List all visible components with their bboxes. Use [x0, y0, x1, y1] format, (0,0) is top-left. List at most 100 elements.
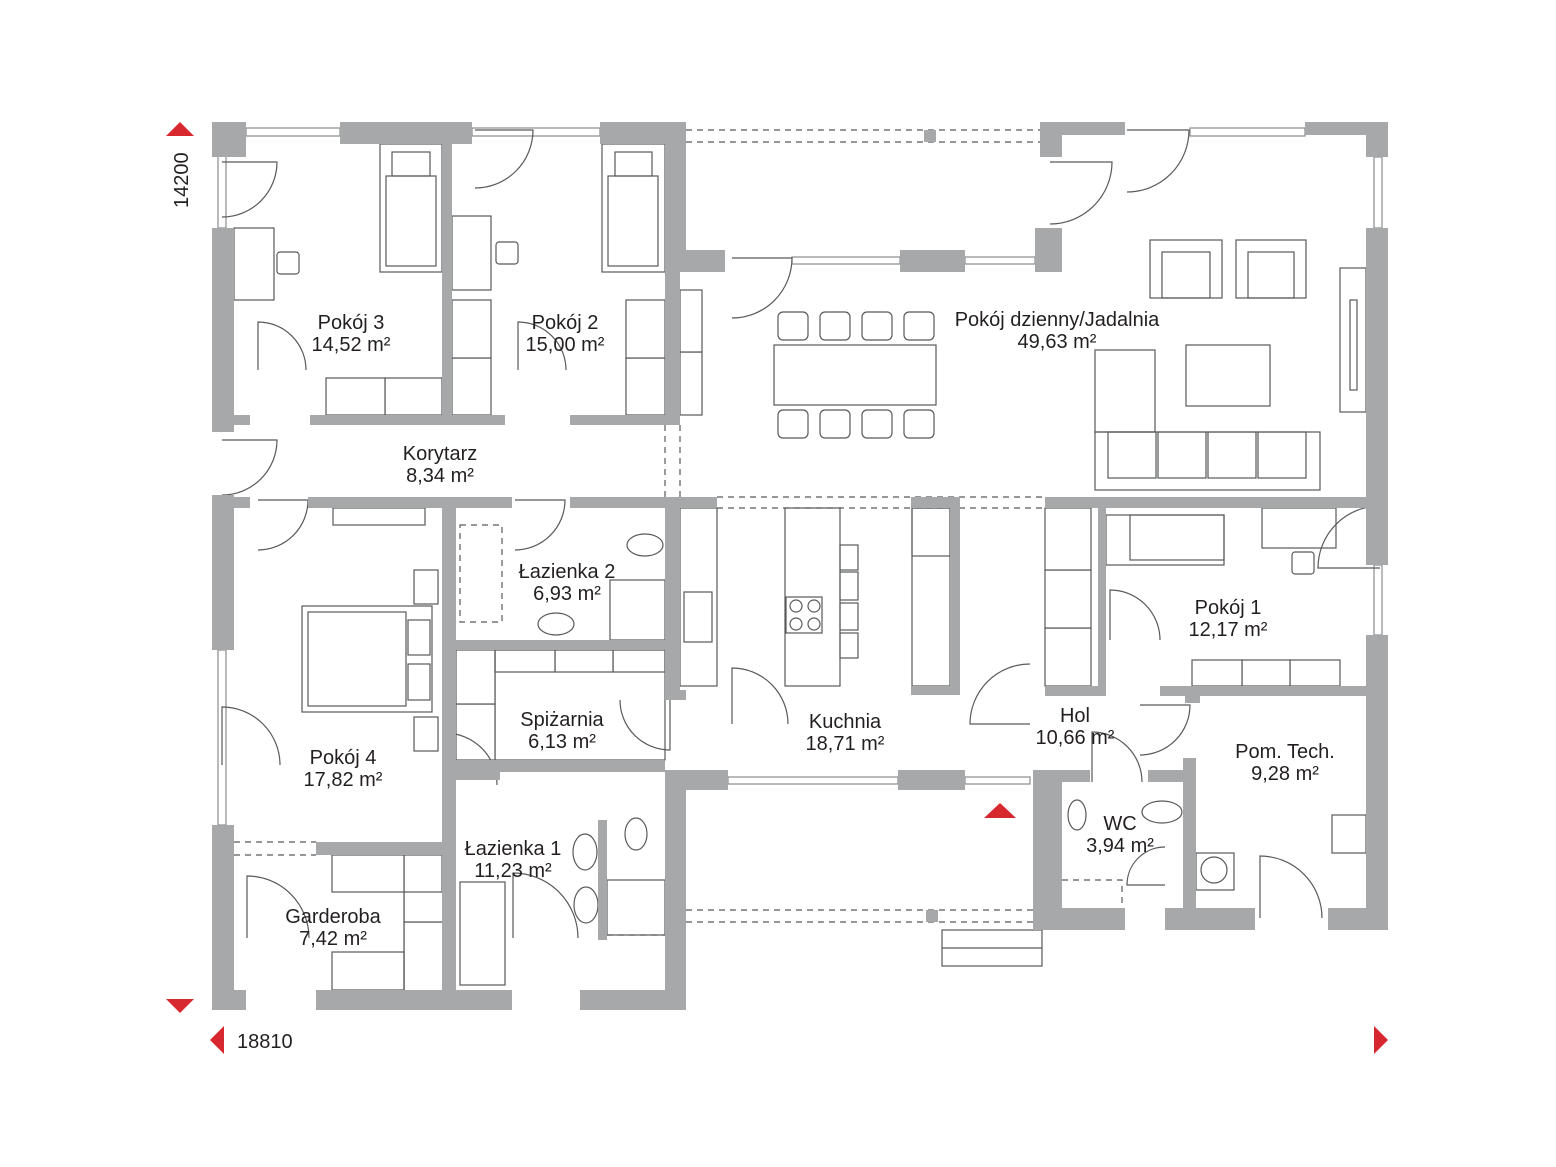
- wall-segment: [442, 508, 456, 780]
- wall-segment: [1366, 228, 1388, 565]
- wall-segment: [950, 508, 960, 695]
- door-swing: [257, 321, 307, 371]
- room-area: 6,93 m²: [533, 583, 601, 605]
- wall-segment: [316, 990, 512, 1010]
- furniture-item: [451, 215, 492, 291]
- door-swing: [221, 706, 281, 766]
- wall-segment: [570, 415, 680, 425]
- sanitary-fixture: [624, 817, 648, 851]
- chair: [903, 311, 935, 341]
- furniture-item: [413, 569, 439, 605]
- furniture-item: [1129, 514, 1225, 561]
- cooktop-burner: [807, 599, 821, 613]
- wall-segment: [456, 760, 665, 772]
- dashed-outlines: [234, 129, 1123, 936]
- wall-segment: [898, 770, 965, 790]
- sanitary-fixture: [537, 612, 575, 636]
- door-swing: [969, 663, 1031, 725]
- door-swing: [257, 499, 309, 551]
- door-swing: [474, 129, 534, 189]
- dashed-line: [1062, 879, 1123, 908]
- furniture-item: [839, 602, 859, 631]
- room-name: Garderoba: [285, 906, 381, 928]
- window: [245, 127, 341, 137]
- wall-segment: [580, 990, 686, 1010]
- wall-segment: [234, 415, 250, 425]
- chair: [819, 409, 851, 439]
- cooktop-burner: [789, 599, 803, 613]
- window: [1189, 127, 1306, 137]
- room-area: 3,94 m²: [1086, 835, 1154, 857]
- sanitary-fixture: [1141, 800, 1183, 824]
- room-name: Kuchnia: [809, 711, 882, 733]
- furniture-item: [1105, 514, 1225, 566]
- window: [1373, 564, 1383, 636]
- wall-segment: [570, 497, 717, 508]
- furniture-item: [332, 507, 426, 526]
- furniture-item: [1157, 431, 1207, 479]
- furniture-item: [233, 227, 275, 301]
- furniture-item: [459, 881, 506, 986]
- door-swing: [731, 667, 789, 725]
- sanitary-fixture: [626, 533, 664, 557]
- window: [964, 776, 1031, 785]
- wall-segment: [1328, 908, 1388, 930]
- height-dimension: 14200: [171, 152, 193, 208]
- column: [926, 910, 938, 922]
- furniture-item: [325, 377, 443, 416]
- wall-segment: [234, 497, 250, 508]
- room-name: Hol: [1060, 705, 1090, 727]
- chair: [495, 241, 519, 265]
- room-area: 14,52 m²: [312, 334, 391, 356]
- furniture-item: [911, 507, 951, 557]
- room-name: Pokój 2: [532, 312, 599, 334]
- furniture-item: [1044, 507, 1092, 687]
- wall-segment: [911, 497, 960, 508]
- furniture: [233, 143, 1367, 991]
- wall-segment: [316, 842, 442, 855]
- furniture-item: [785, 596, 823, 634]
- door-swing: [619, 699, 671, 751]
- chair: [903, 409, 935, 439]
- wall-segment: [1040, 908, 1125, 930]
- door-swing: [1091, 731, 1143, 783]
- door-swing: [1126, 846, 1166, 886]
- wall-segment: [456, 770, 500, 780]
- room-name: Łazienka 1: [465, 838, 562, 860]
- room-area: 7,42 m²: [299, 928, 367, 950]
- furniture-item: [391, 151, 431, 177]
- door-swing: [246, 875, 310, 939]
- wall-segment: [911, 686, 960, 695]
- furniture-item: [1094, 349, 1156, 433]
- furniture-item: [1161, 251, 1211, 299]
- wall-segment: [1045, 497, 1370, 508]
- wall-segment: [600, 122, 686, 144]
- column: [924, 130, 936, 142]
- door-swing: [1109, 589, 1161, 641]
- door-swing: [512, 872, 579, 939]
- furniture-item: [413, 716, 439, 752]
- room-area: 17,82 m²: [304, 769, 383, 791]
- door-swing: [221, 439, 278, 496]
- wall-segment: [340, 122, 472, 144]
- furniture-item: [1195, 852, 1235, 891]
- wall-segment: [1305, 122, 1388, 135]
- window: [791, 256, 901, 265]
- furniture-item: [494, 649, 666, 673]
- wall-segment: [598, 820, 607, 940]
- furniture-item: [1331, 814, 1367, 854]
- door-swing: [1126, 129, 1190, 193]
- sanitary-fixture: [573, 886, 599, 924]
- furniture-item: [407, 619, 431, 656]
- wall-segment: [1366, 135, 1388, 157]
- room-area: 9,28 m²: [1251, 763, 1319, 785]
- door-swing: [1139, 704, 1191, 756]
- sanitary-fixture: [1067, 799, 1087, 831]
- wall-segment: [310, 415, 505, 425]
- cooktop-burner: [807, 617, 821, 631]
- furniture-item: [606, 879, 666, 936]
- furniture-item: [1247, 251, 1295, 299]
- furniture-item: [379, 143, 443, 273]
- furniture-item: [1207, 431, 1257, 479]
